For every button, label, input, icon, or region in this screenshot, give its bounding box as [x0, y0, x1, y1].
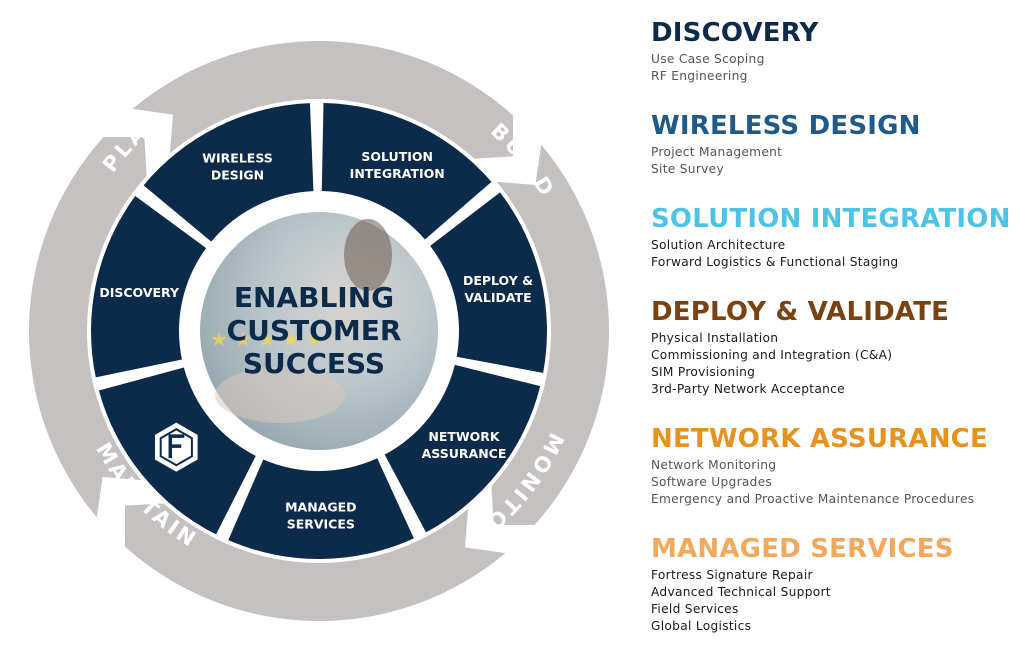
center-title-line-2: CUSTOMER [227, 314, 402, 347]
section-item: Forward Logistics & Functional Staging [651, 255, 899, 269]
ring-arrow-build [491, 144, 610, 526]
svg-text:★: ★ [234, 327, 252, 351]
section-items: Use Case Scoping RF Engineering [651, 51, 819, 85]
section-wireless-design: WIRELESS DESIGN Project Management Site … [651, 111, 921, 178]
section-items: Solution Architecture Forward Logistics … [651, 237, 1011, 271]
ring-arrow-monitor [124, 503, 506, 621]
photo-hands [215, 367, 345, 423]
center-title-line-3: SUCCESS [243, 347, 385, 380]
fortress-logo-icon [155, 422, 198, 472]
section-item: Advanced Technical Support [651, 585, 831, 599]
section-item: Solution Architecture [651, 238, 786, 252]
section-title: NETWORK ASSURANCE [651, 424, 988, 454]
segment-label: NETWORK [428, 429, 501, 444]
segment-label: DISCOVERY [99, 285, 180, 300]
section-items: Network Monitoring Software Upgrades Eme… [651, 457, 988, 508]
segment-deploy-validate [430, 192, 547, 373]
segment-label: DESIGN [211, 168, 264, 183]
section-deploy-validate: DEPLOY & VALIDATE Physical Installation … [651, 297, 949, 398]
section-items: Fortress Signature Repair Advanced Techn… [651, 567, 954, 635]
section-solution-integration: SOLUTION INTEGRATION Solution Architectu… [651, 204, 1011, 271]
segment-label: MANAGED [285, 500, 356, 515]
svg-text:★: ★ [258, 327, 276, 351]
section-item: Project Management [651, 145, 783, 159]
svg-text:★: ★ [282, 327, 300, 351]
svg-text:★: ★ [210, 327, 228, 351]
section-item: 3rd-Party Network Acceptance [651, 382, 845, 396]
center-title-line-1: ENABLING [234, 281, 394, 314]
segment-label: SERVICES [287, 517, 355, 532]
section-managed-services: MANAGED SERVICES Fortress Signature Repa… [651, 534, 954, 635]
section-item: Use Case Scoping [651, 52, 765, 66]
section-title: SOLUTION INTEGRATION [651, 204, 1011, 234]
svg-text:★: ★ [306, 327, 324, 351]
section-title: DISCOVERY [651, 18, 819, 48]
section-item: Emergency and Proactive Maintenance Proc… [651, 492, 975, 506]
segment-label: VALIDATE [464, 290, 531, 305]
section-items: Physical Installation Commissioning and … [651, 330, 949, 398]
center-hub: ★★★★★ ENABLING CUSTOMER SUCCESS [191, 203, 447, 459]
section-item: Software Upgrades [651, 475, 773, 489]
lifecycle-wheel: WIRELESS DESIGN SOLUTION INTEGRATION DEPLOY … [28, 41, 610, 621]
segment-ring: WIRELESS DESIGN SOLUTION INTEGRATION DEPLOY … [91, 103, 547, 559]
section-items: Project Management Site Survey [651, 144, 921, 178]
section-title: MANAGED SERVICES [651, 534, 954, 564]
photo-figure-head [344, 219, 392, 291]
section-item: Field Services [651, 602, 739, 616]
segment-label: SOLUTION [361, 149, 433, 164]
segment-label: DEPLOY & [463, 273, 533, 288]
section-item: Global Logistics [651, 619, 752, 633]
section-item: RF Engineering [651, 69, 748, 83]
rating-stars: ★★★★★ [210, 327, 324, 351]
outer-ring [28, 41, 610, 621]
segment-network-assurance [384, 364, 541, 533]
segment-solution-integration [321, 103, 492, 240]
section-item: Network Monitoring [651, 458, 777, 472]
section-item: Physical Installation [651, 331, 779, 345]
segment-wireless-design [143, 103, 314, 242]
section-title: WIRELESS DESIGN [651, 111, 921, 141]
segment-label: ASSURANCE [422, 446, 507, 461]
section-item: SIM Provisioning [651, 365, 756, 379]
segment-discovery [91, 196, 207, 378]
section-item: Fortress Signature Repair [651, 568, 813, 582]
segment-managed-services [228, 458, 414, 559]
segment-label: INTEGRATION [350, 166, 445, 181]
section-item: Site Survey [651, 162, 724, 176]
ring-arrow-plan [132, 41, 514, 159]
ring-arrow-maintain [28, 136, 147, 518]
section-item: Commissioning and Integration (C&A) [651, 348, 893, 362]
section-network-assurance: NETWORK ASSURANCE Network Monitoring Sof… [651, 424, 988, 508]
section-title: DEPLOY & VALIDATE [651, 297, 950, 327]
section-discovery: DISCOVERY Use Case Scoping RF Engineerin… [651, 18, 819, 85]
segment-label: WIRELESS [202, 151, 273, 166]
